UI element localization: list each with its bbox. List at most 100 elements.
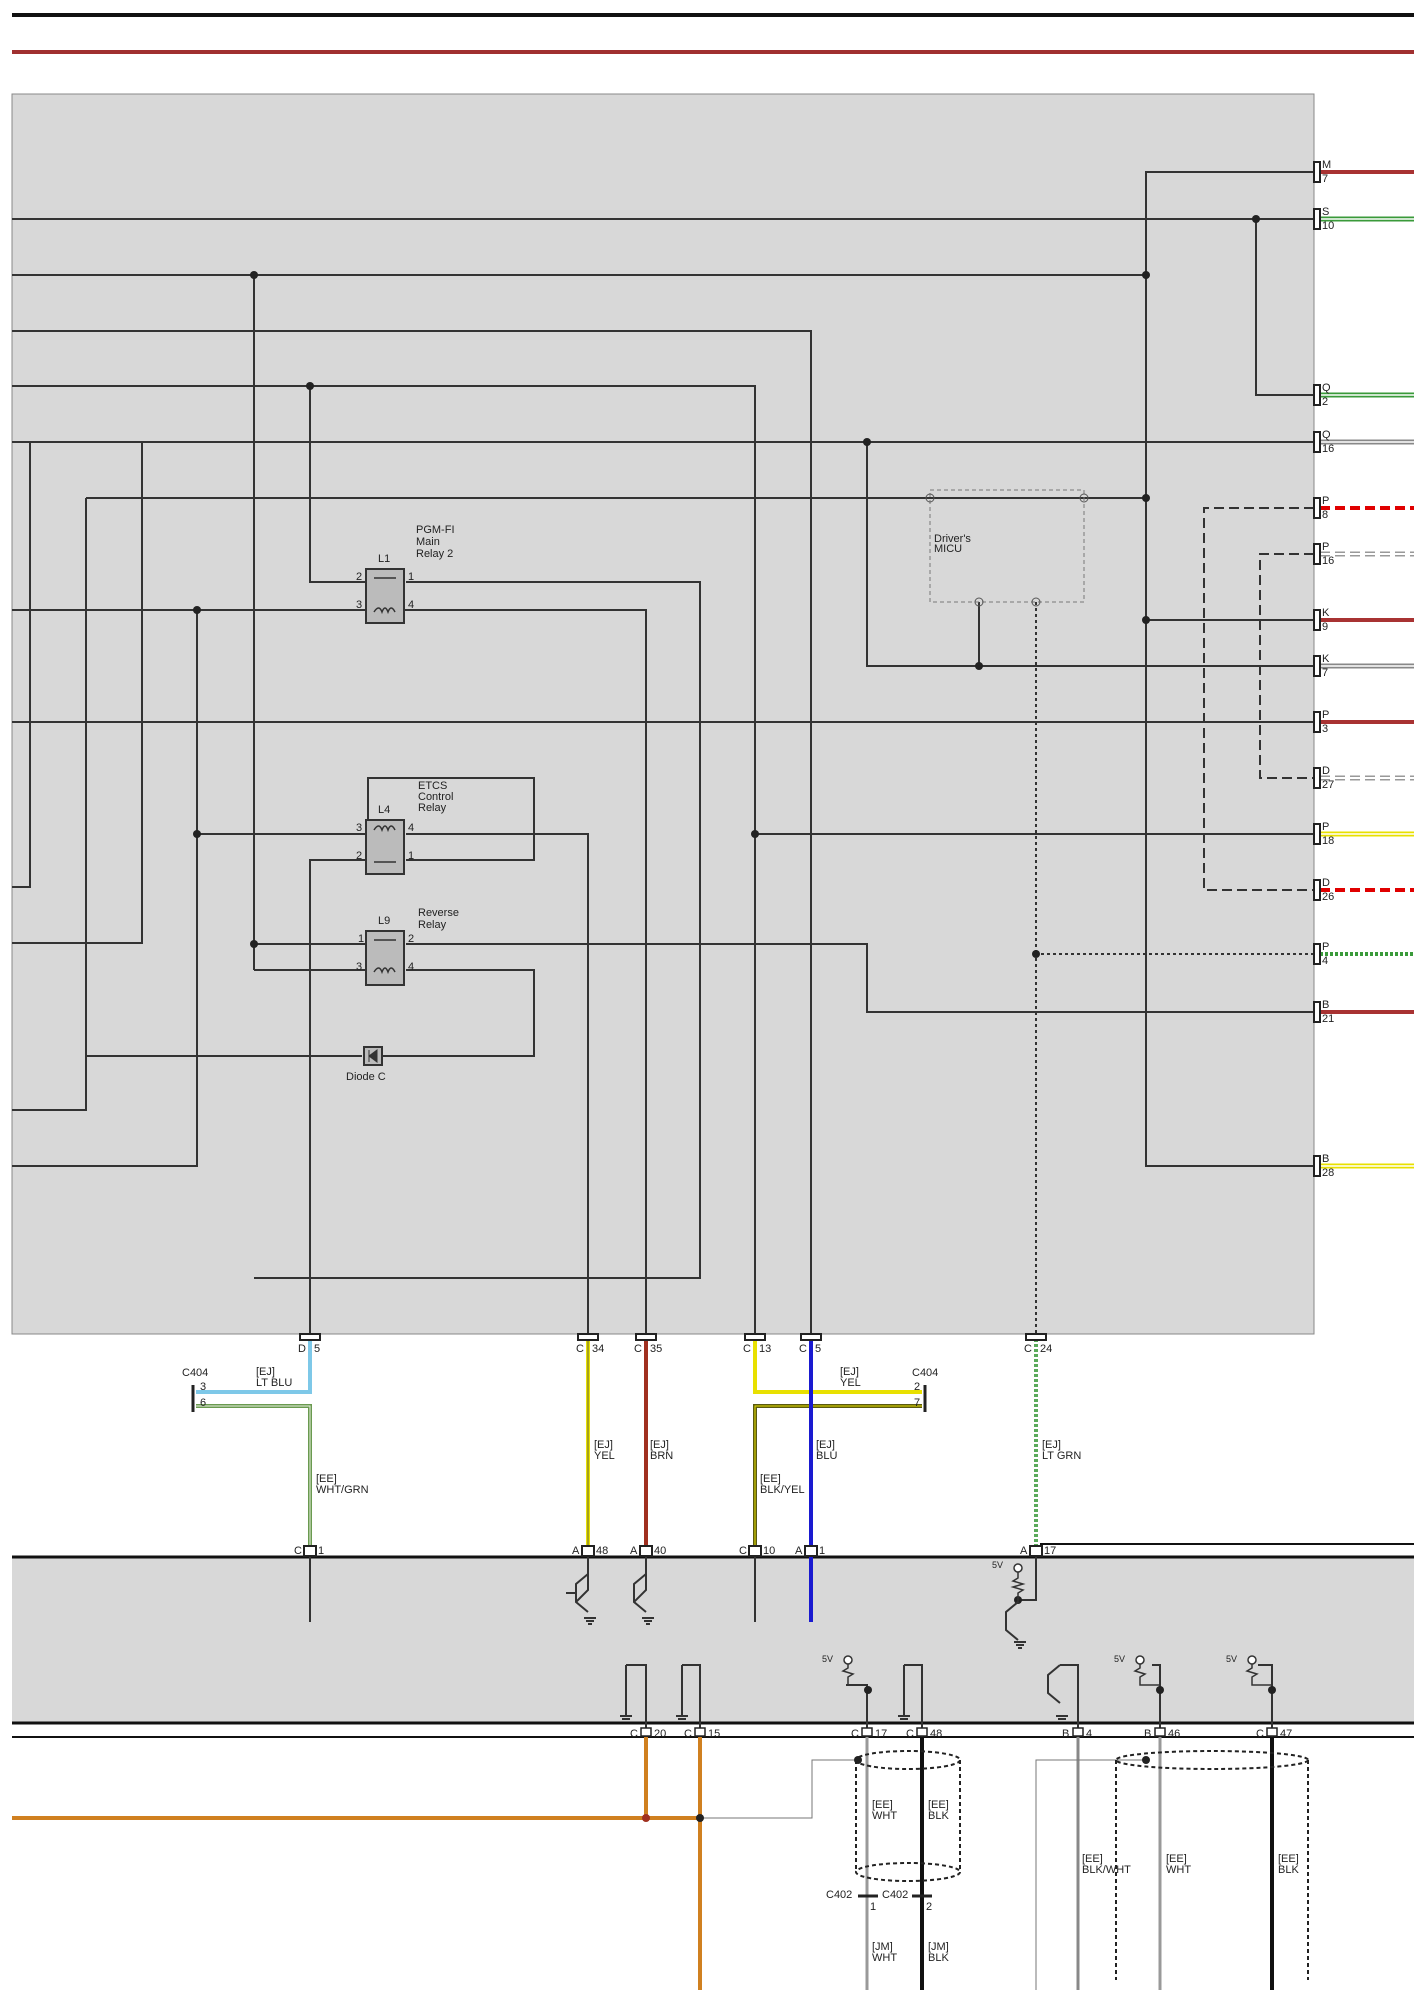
connector-u-c34-letter: C: [576, 1343, 584, 1355]
connector-r-p4-letter: P: [1322, 941, 1329, 953]
c404-left-label: C404: [182, 1367, 208, 1379]
connector-t-c47-pin: 47: [1280, 1728, 1292, 1740]
connector-t-b46-pin: 46: [1168, 1728, 1180, 1740]
wire-ee-wht1-2: WHT: [872, 1810, 897, 1822]
diode-label: Diode C: [346, 1071, 386, 1083]
wire-blkyel-1: [EE]: [760, 1473, 781, 1485]
wire-whtgrn-2: WHT/GRN: [316, 1484, 369, 1496]
connector-u-d5-pin: 5: [314, 1343, 320, 1355]
connector-t-c17-pin: 17: [875, 1728, 887, 1740]
relay-l4-pin-4: 4: [408, 822, 414, 834]
lower-module-panel: [12, 1557, 1414, 1723]
relay-l1: L1 PGM-FI Main Relay 2 2 1 3 4: [356, 524, 455, 624]
diode-c: Diode C: [346, 1046, 386, 1083]
connector-r-p16-pin: 16: [1322, 555, 1334, 567]
c402-2-pin: 2: [926, 1901, 932, 1913]
c404-left-pin3: 3: [200, 1381, 206, 1393]
connector-t-b4-letter: B: [1062, 1728, 1069, 1740]
connector-t-b46: B 46: [1144, 1727, 1180, 1740]
connector-r-p18-letter: P: [1322, 821, 1329, 833]
connector-u-c13-pin: 13: [759, 1343, 771, 1355]
relay-l9-pin-4: 4: [408, 961, 414, 973]
connector-r-q2-pin: 2: [1322, 396, 1328, 408]
relay-l9-pin-2: 2: [408, 933, 414, 945]
internal-wiring: [12, 171, 1314, 1334]
connector-t-b46-letter: B: [1144, 1728, 1151, 1740]
wire-yel2-2: YEL: [840, 1377, 861, 1389]
relay-l9-code: L9: [378, 915, 390, 927]
connector-r-d26: D26: [1313, 877, 1414, 903]
c404-left-pin6: 6: [200, 1397, 206, 1409]
connector-l-c10-letter: C: [739, 1545, 747, 1557]
connector-t-c48-pin: 48: [930, 1728, 942, 1740]
connector-r-p4: P4: [1313, 941, 1414, 967]
wire-ee-blk2-1: [EE]: [1278, 1853, 1299, 1865]
connector-r-s10: S10: [1313, 206, 1414, 232]
connector-l-a48-pin: 48: [596, 1545, 608, 1557]
connector-r-d27-pin: 27: [1322, 779, 1334, 791]
connector-r-p8-letter: P: [1322, 495, 1329, 507]
supply-label-4: 5V: [1226, 1654, 1237, 1664]
relay-l1-name-1: PGM-FI: [416, 524, 455, 536]
connector-r-d26-letter: D: [1322, 877, 1330, 889]
connector-l-a17-pin: 17: [1044, 1545, 1056, 1557]
connector-r-m7-letter: M: [1322, 159, 1331, 171]
wire-ee-blkwht-1: [EE]: [1082, 1853, 1103, 1865]
connector-l-a48-letter: A: [572, 1545, 580, 1557]
connector-r-q16: Q16: [1313, 429, 1414, 455]
relay-l1-pin-1: 1: [408, 571, 414, 583]
connector-t-c15-pin: 15: [708, 1728, 720, 1740]
relay-l4-code: L4: [378, 804, 390, 816]
connector-r-k7-letter: K: [1322, 653, 1330, 665]
c404-right-pin7: 7: [914, 1397, 920, 1409]
micu-label-1: Driver's: [934, 533, 971, 545]
wire-ee-blk1-2: BLK: [928, 1810, 949, 1822]
c402-1-label: C402: [826, 1889, 852, 1901]
connector-t-c20-pin: 20: [654, 1728, 666, 1740]
supply-label-1: 5V: [992, 1560, 1003, 1570]
wire-jm-blk-2: BLK: [928, 1952, 949, 1964]
wire-blu-2: BLU: [816, 1450, 837, 1462]
relay-l9-name-1: Reverse: [418, 907, 459, 919]
relay-l9-name-2: Relay: [418, 919, 447, 931]
wire-ltgrn-2: LT GRN: [1042, 1450, 1081, 1462]
wire-ee-wht2-1: [EE]: [1166, 1853, 1187, 1865]
relay-l1-pin-2: 2: [356, 571, 362, 583]
connector-r-p8: P8: [1313, 495, 1414, 521]
connector-r-p8-pin: 8: [1322, 509, 1328, 521]
connector-r-s10-letter: S: [1322, 206, 1329, 218]
supply-label-2: 5V: [822, 1654, 833, 1664]
connector-r-p18-pin: 18: [1322, 835, 1334, 847]
relay-l4-pin-1: 1: [408, 850, 414, 862]
relay-l4: L4 ETCS Control Relay 3 4 2 1: [356, 780, 453, 875]
connector-r-q2: Q2: [1313, 382, 1414, 408]
connector-r-p4-pin: 4: [1322, 955, 1328, 967]
connector-t-c15-letter: C: [684, 1728, 692, 1740]
connector-r-d27: D 27: [1313, 765, 1414, 791]
connector-r-b21: B21: [1313, 999, 1414, 1025]
connector-t-c15: C 15: [684, 1727, 720, 1740]
connector-t-c17-letter: C: [851, 1728, 859, 1740]
connector-u-c34-pin: 34: [592, 1343, 604, 1355]
connector-r-k9-letter: K: [1322, 607, 1330, 619]
connector-l-c1-pin: 1: [318, 1545, 324, 1557]
connector-r-d27-letter: D: [1322, 765, 1330, 777]
wire-whtgrn-1: [EE]: [316, 1473, 337, 1485]
wire-brn-2: BRN: [650, 1450, 673, 1462]
wire-jm-wht-1: [JM]: [872, 1941, 893, 1953]
connector-u-c24-pin: 24: [1040, 1343, 1052, 1355]
connector-r-p16: P16: [1313, 541, 1414, 567]
connector-r-m7: M7: [1313, 159, 1414, 185]
connector-u-c5-letter: C: [799, 1343, 807, 1355]
transistor-symbols: [566, 1573, 1061, 1704]
relay-l4-name-2: Control: [418, 791, 453, 803]
c404-right-pin2: 2: [914, 1381, 920, 1393]
connector-u-c35-letter: C: [634, 1343, 642, 1355]
